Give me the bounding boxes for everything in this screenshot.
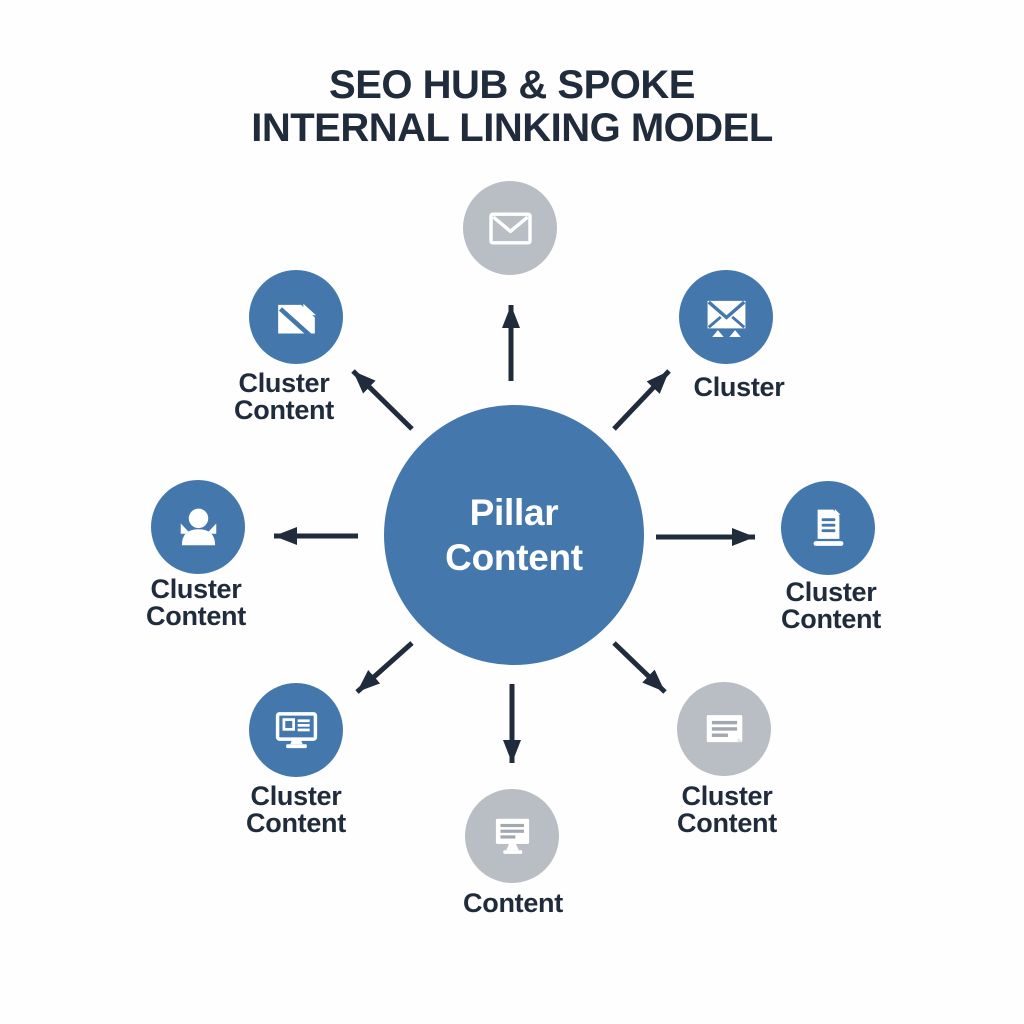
node-bottom-right-label: Cluster Content bbox=[677, 781, 777, 838]
node-left-circle bbox=[151, 480, 245, 574]
node-bottom-label: Content bbox=[463, 888, 563, 918]
monitor-filled-icon bbox=[495, 818, 529, 854]
node-bottom-circle bbox=[465, 789, 559, 883]
torn-page-icon bbox=[277, 303, 316, 337]
node-bottom-right-circle bbox=[677, 682, 771, 776]
node-left-label: Cluster Content bbox=[146, 574, 246, 631]
node-top-right-label: Cluster bbox=[693, 372, 785, 402]
envelope-outline-icon bbox=[488, 211, 532, 245]
node-right-label: Cluster Content bbox=[781, 577, 881, 634]
hub-pillar-content: Pillar Content bbox=[384, 405, 644, 665]
node-right-circle bbox=[781, 481, 875, 575]
arrow-hub-to-bottom-right bbox=[612, 641, 667, 694]
diagram-title: SEO HUB & SPOKE INTERNAL LINKING MODEL bbox=[251, 63, 773, 150]
node-bottom-left-label: Cluster Content bbox=[246, 781, 346, 838]
document-stand-icon bbox=[813, 508, 843, 546]
note-lines-icon bbox=[706, 714, 742, 742]
envelope-stand-icon bbox=[707, 300, 745, 337]
node-top-right-circle bbox=[679, 270, 773, 364]
node-bottom-left-circle bbox=[249, 683, 343, 777]
person-icon bbox=[180, 508, 216, 545]
node-top-circle bbox=[463, 181, 557, 275]
monitor-outline-icon bbox=[275, 711, 317, 748]
arrow-hub-to-bottom-left bbox=[355, 641, 414, 694]
node-top-left-label: Cluster Content bbox=[234, 368, 334, 425]
node-top-left-circle bbox=[249, 270, 343, 364]
hub-label: Pillar Content bbox=[445, 492, 583, 578]
